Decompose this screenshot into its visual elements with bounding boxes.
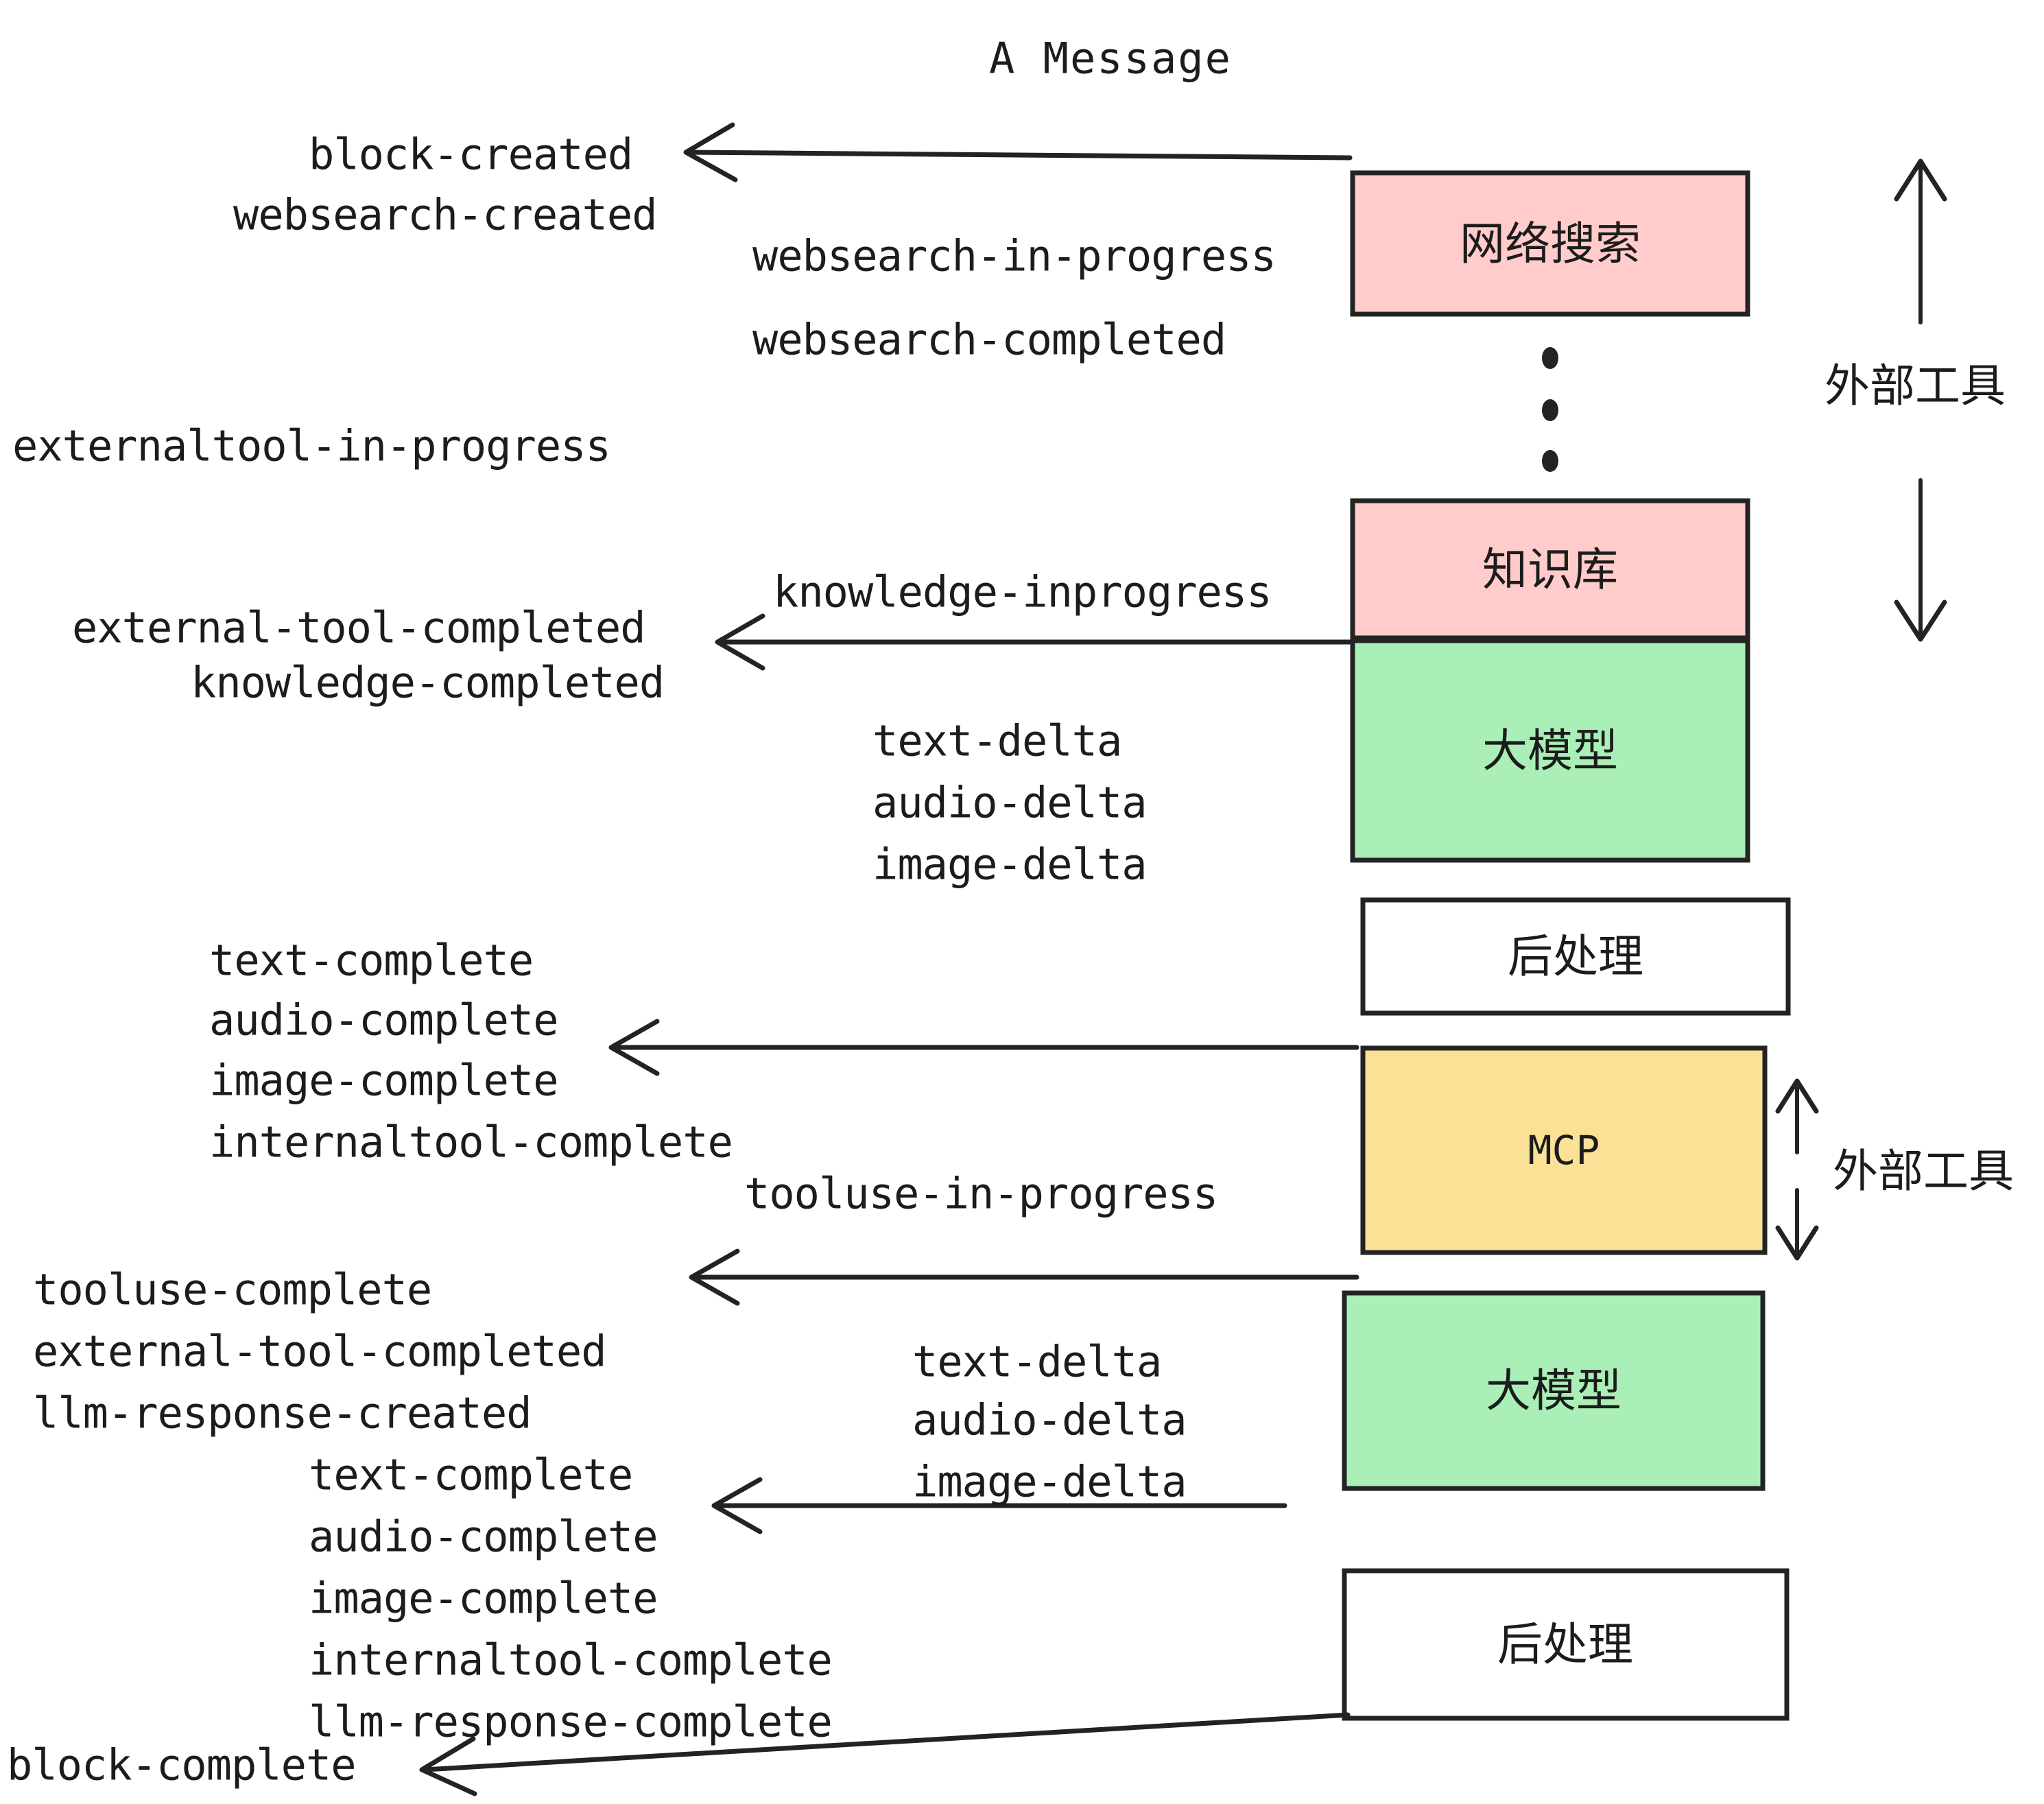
- node-llm-top[interactable]: 大模型: [1350, 638, 1750, 863]
- event-text-delta-2: text-delta: [912, 1336, 1161, 1386]
- node-postprocess-top[interactable]: 后处理: [1360, 897, 1791, 1016]
- node-mcp-label: MCP: [1528, 1127, 1600, 1174]
- event-websearch-in-progress: websearch-in-progress: [752, 230, 1276, 281]
- ellipsis-dot-3: [1542, 450, 1558, 472]
- event-text-complete-1: text-complete: [209, 935, 533, 985]
- arrow-knowledge-completed: [715, 613, 1353, 671]
- event-audio-delta-2: audio-delta: [912, 1394, 1187, 1445]
- event-block-complete: block-complete: [7, 1740, 356, 1790]
- brace-external-tools-bottom: 外部工具: [1775, 1078, 2014, 1261]
- event-text-complete-2: text-complete: [309, 1449, 632, 1499]
- node-postprocess-top-rect: [1360, 897, 1791, 1016]
- node-knowledge-rect: [1350, 498, 1750, 641]
- brace-external-tools-top: 外部工具: [1825, 158, 2006, 642]
- event-external-tool-completed-1: external-tool-completed: [72, 602, 645, 652]
- event-llm-response-created: llm-response-created: [33, 1388, 532, 1438]
- node-postprocess-bottom-rect: [1342, 1568, 1790, 1721]
- node-mcp-rect: [1360, 1045, 1768, 1255]
- event-audio-delta-1: audio-delta: [872, 777, 1147, 827]
- event-knowledge-inprogress: knowledge-inprogress: [773, 567, 1272, 617]
- event-internaltool-complete-2: internaltool-complete: [309, 1635, 832, 1685]
- node-knowledge[interactable]: 知识库: [1350, 498, 1750, 641]
- arrow-image-complete: [608, 1019, 1359, 1076]
- event-knowledge-completed: knowledge-completed: [191, 657, 664, 707]
- event-external-tool-completed-2: external-tool-completed: [33, 1326, 606, 1376]
- arrow-tooluse-complete: [689, 1248, 1359, 1306]
- ellipsis-dot-1: [1542, 347, 1558, 369]
- event-image-complete-1: image-complete: [209, 1055, 558, 1105]
- node-knowledge-label: 知识库: [1482, 543, 1618, 596]
- event-llm-response-complete: llm-response-complete: [309, 1696, 832, 1746]
- event-audio-complete-2: audio-complete: [309, 1511, 658, 1561]
- event-image-delta-1: image-delta: [872, 839, 1147, 889]
- node-postprocess-top-label: 后处理: [1508, 930, 1643, 983]
- ellipsis-dot-2: [1542, 399, 1558, 421]
- node-mcp[interactable]: MCP: [1360, 1045, 1768, 1255]
- node-llm-top-rect: [1350, 638, 1750, 863]
- node-postprocess-bottom-label: 后处理: [1497, 1618, 1633, 1671]
- node-llm-bottom-rect: [1342, 1290, 1766, 1491]
- event-tooluse-complete: tooluse-complete: [33, 1264, 431, 1314]
- ellipsis-dots: [1542, 347, 1558, 472]
- brace-external-tools-top-label: 外部工具: [1825, 359, 2006, 412]
- event-image-complete-2: image-complete: [309, 1573, 658, 1623]
- event-image-delta-2: image-delta: [912, 1456, 1187, 1506]
- event-tooluse-in-progress: tooluse-in-progress: [744, 1168, 1217, 1218]
- node-postprocess-bottom[interactable]: 后处理: [1342, 1568, 1790, 1721]
- event-websearch-completed: websearch-completed: [752, 314, 1226, 364]
- node-llm-bottom-label: 大模型: [1486, 1364, 1621, 1417]
- node-websearch-label: 网络搜索: [1460, 217, 1641, 270]
- brace-external-tools-bottom-label: 外部工具: [1833, 1145, 2014, 1198]
- node-llm-bottom[interactable]: 大模型: [1342, 1290, 1766, 1491]
- node-websearch-rect: [1350, 170, 1750, 317]
- node-websearch[interactable]: 网络搜索: [1350, 170, 1750, 317]
- event-internaltool-complete-1: internaltool-complete: [209, 1117, 733, 1167]
- arrow-block-complete: [419, 1712, 1351, 1796]
- event-audio-complete-1: audio-complete: [209, 995, 558, 1045]
- event-externaltool-in-progress: externaltool-in-progress: [12, 420, 610, 471]
- event-text-delta-1: text-delta: [872, 715, 1121, 765]
- diagram-title: A Message: [989, 33, 1232, 83]
- node-llm-top-label: 大模型: [1482, 724, 1618, 777]
- arrow-audio-complete: [711, 1477, 1287, 1534]
- event-websearch-created: websearch-created: [233, 189, 657, 239]
- event-block-created: block-created: [309, 129, 632, 179]
- arrow-block-created: [683, 122, 1353, 182]
